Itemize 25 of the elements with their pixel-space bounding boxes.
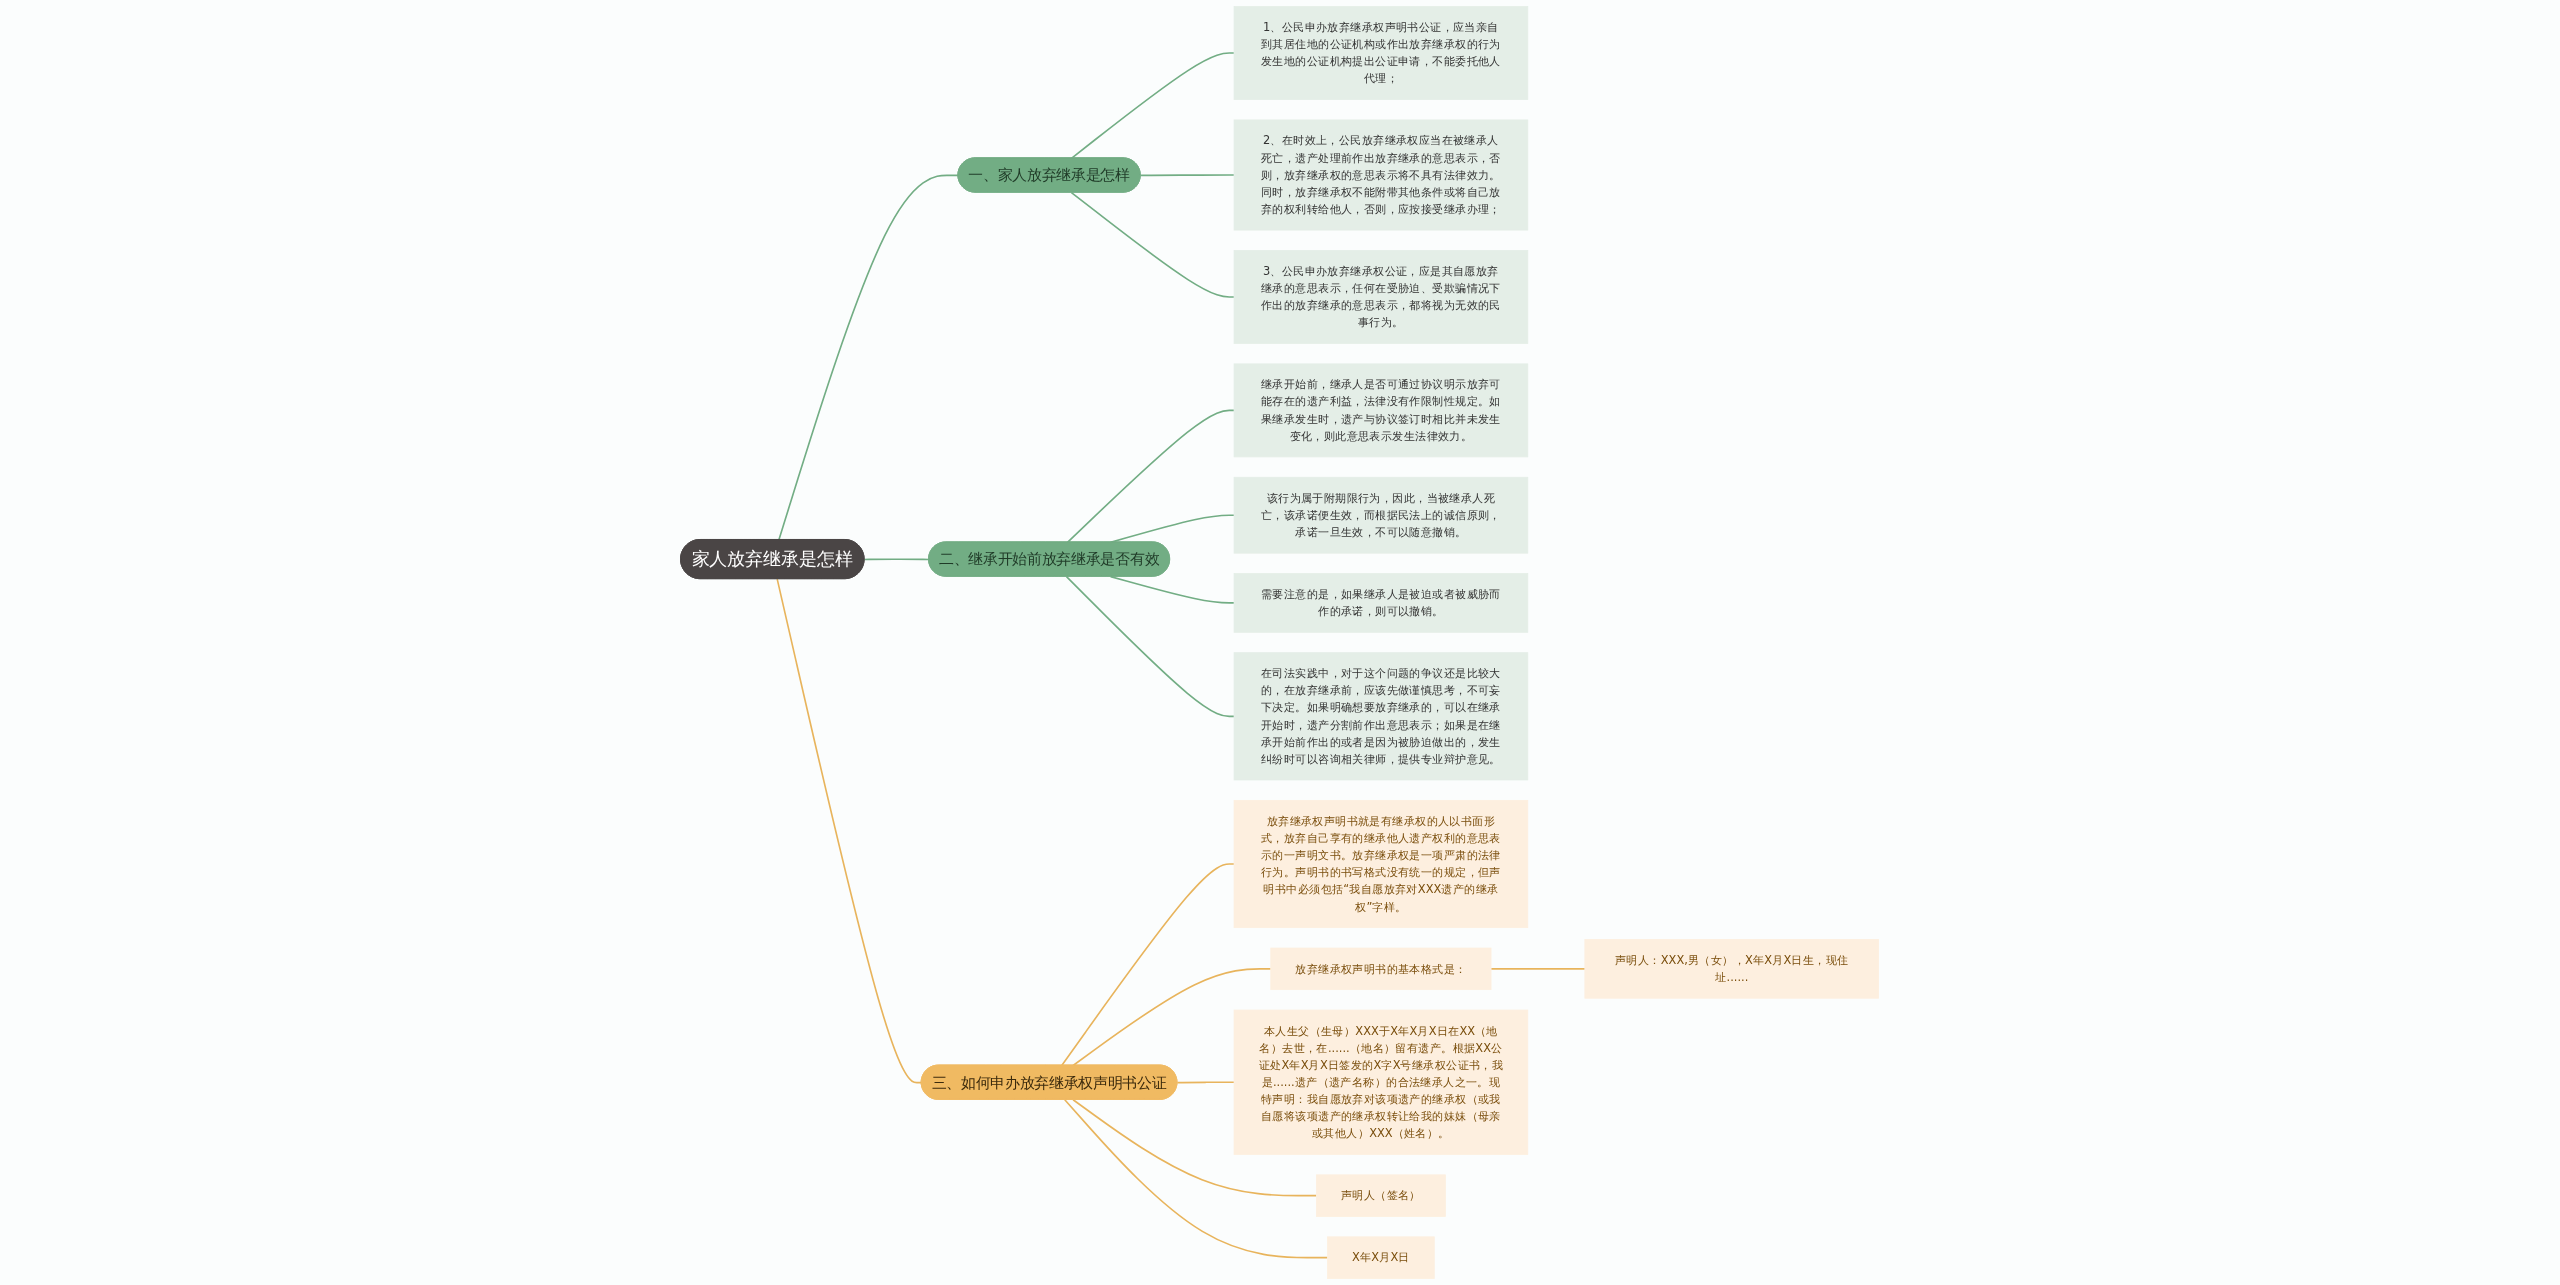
connector — [1140, 174, 1236, 177]
node-box: 声明人（签名） — [1316, 1174, 1447, 1217]
connector — [1064, 1098, 1329, 1259]
connector — [1176, 1081, 1236, 1084]
node-box: 在司法实践中，对于这个问题的争议还是比较大的，在放弃继承前，应该先做谨慎思考，不可妄下决定。如果明确想要放弃继承的，可以在继承开始时，遗产分割前作出意思表示；如果是在继承开始前作出的或者是因为被胁迫做出的，发生纠纷时可以咨询相关律师，提供专业辩护意见。 — [1234, 652, 1529, 781]
connector — [1061, 863, 1236, 1067]
node-box: 3、公民申办放弃继承权公证，应是其自愿放弃继承的意思表示，任何在受胁迫、受欺骗情况下作出的放弃继承的意思表示，都将视为无效的民事行为。 — [1234, 250, 1529, 344]
connector — [1071, 191, 1236, 298]
node-box: 声明人：XXX,男（女），X年X月X日生，现住址...... — [1584, 939, 1880, 999]
connector — [776, 578, 923, 1084]
node-box: 本人生父（生母）XXX于X年X月X日在XX（地名）去世，在......（地名）留有遗产。根据XX公证处X年X月X日签发的X字X号继承权公证书，我是......遗产（遗产名称）的合法继承人之一。现特声明：我自愿放弃对该项遗产的继承权（或我自愿将该项遗产的继承权转让给我的妹妹（母亲或其他人）XXX（姓名）。 — [1234, 1009, 1529, 1155]
node-box: 继承开始前，继承人是否可通过协议明示放弃可能存在的遗产利益，法律没有作限制性规定。如果继承发生时，遗产与协议签订时相比并未发生变化，则此意思表示发生法律效力。 — [1234, 363, 1529, 458]
connector — [778, 174, 960, 541]
node-box: 需要注意的是，如果继承人是被迫或者被威胁而作的承诺，则可以撤销。 — [1234, 573, 1529, 633]
node-box: 放弃继承权声明书就是有继承权的人以书面形式，放弃自己享有的继承他人遗产权利的意思表示的一声明文书。放弃继承权是一项严肃的法律行为。声明书的书写格式没有统一的规定，但声明书中必须包括“我自愿放弃对XXX遗产的继承权”字样。 — [1234, 799, 1529, 929]
node-box: 2、在时效上，公民放弃继承权应当在被继承人死亡，遗产处理前作出放弃继承的意思表示，否则，放弃继承权的意思表示将不具有法律效力。同时，放弃继承权不能附带其他条件或将自己放弃的权利转给他人，否则，应按接受继承办理； — [1234, 119, 1529, 231]
node-box: X年X月X日 — [1327, 1236, 1436, 1279]
connector — [1072, 1098, 1318, 1197]
node-box: 该行为属于附期限行为，因此，当被继承人死亡，该承诺便生效，而根据民法上的诚信原则，承诺一旦生效，不可以随意撤销。 — [1234, 476, 1529, 554]
node-box: 放弃继承权声明书的基本格式是： — [1270, 947, 1492, 991]
node-box: 1、公民申办放弃继承权声明书公证，应当亲自到其居住地的公证机构或作出放弃继承权的行为发生地的公证机构提出公证申请，不能委托他人代理； — [1234, 6, 1529, 100]
connector — [1066, 575, 1236, 718]
connector — [1072, 968, 1273, 1067]
connector — [1490, 968, 1587, 970]
connector — [1110, 575, 1236, 604]
